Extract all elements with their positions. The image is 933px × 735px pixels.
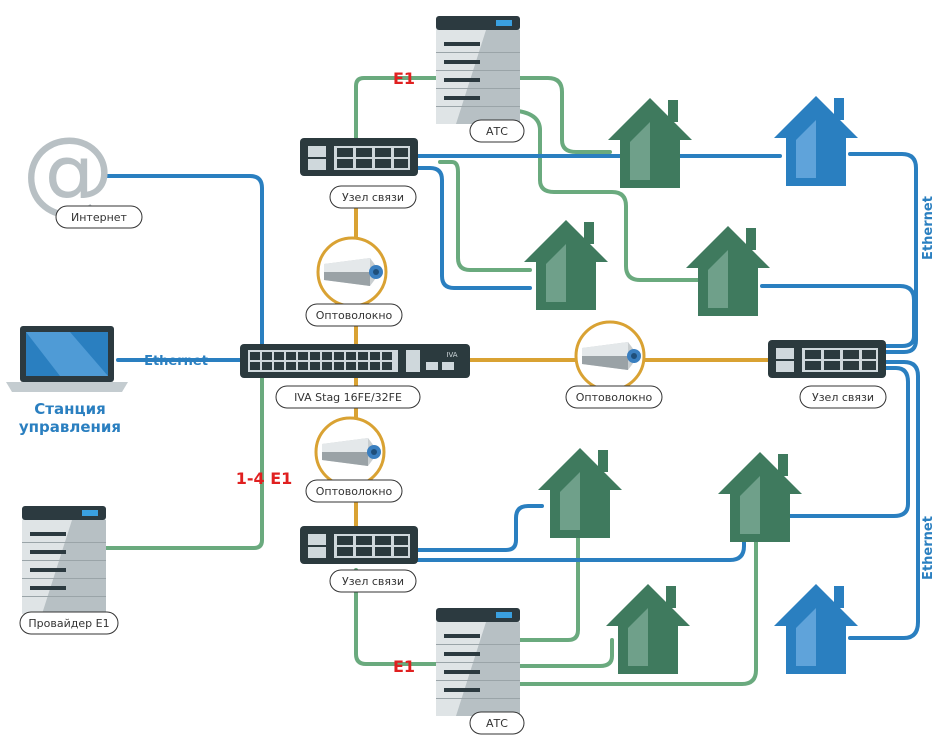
switch-icon (300, 526, 418, 564)
internet-label-text: Интернет (71, 211, 128, 224)
ethernet-link (848, 360, 920, 640)
server-icon (436, 608, 520, 716)
house-icon (538, 448, 622, 538)
e1-link (498, 518, 758, 686)
station-label-line1: Станция (34, 400, 105, 418)
ats-label-bottom: АТС (469, 711, 525, 735)
ethernet-link (416, 166, 532, 290)
fiber-label-mid-text: Оптоволокно (576, 391, 653, 404)
ethernet-link (416, 526, 746, 562)
node-label-right: Узел связи (799, 385, 887, 409)
station-label-line2: управления (19, 418, 121, 436)
house-icon (686, 226, 770, 316)
fiber-label-top-text: Оптоволокно (316, 309, 393, 322)
house-icon (774, 96, 858, 186)
ethernet-link (102, 174, 264, 352)
ats-label-bottom-text: АТС (486, 717, 508, 730)
ethernet-link (788, 366, 910, 518)
house-icon (608, 98, 692, 188)
e1-link (354, 76, 442, 162)
server-icon (22, 506, 106, 614)
fiber-label-bottom: Оптоволокно (305, 479, 403, 503)
fiber-optic-icon (316, 236, 388, 308)
house-icon (524, 220, 608, 310)
main-switch-label-text: IVA Stag 16FE/32FE (294, 391, 402, 404)
node-label-bottom: Узел связи (329, 569, 417, 593)
fiber-optic-icon (314, 416, 386, 488)
switch-brand: IVA (446, 351, 457, 359)
e1-link (438, 160, 532, 272)
e1-multi-label: 1-4 E1 (236, 469, 293, 488)
e1-link (498, 638, 614, 668)
e1-link (498, 76, 612, 154)
node-label-bottom-text: Узел связи (342, 575, 404, 588)
main-switch-label: IVA Stag 16FE/32FE (275, 385, 421, 409)
house-icon (774, 584, 858, 674)
fiber-label-top: Оптоволокно (305, 303, 403, 327)
ethernet-link (848, 152, 918, 354)
node-label-top-text: Узел связи (342, 191, 404, 204)
switch-icon (768, 340, 886, 378)
e1-link (98, 348, 264, 550)
server-icon (436, 16, 520, 124)
ethernet-link (416, 504, 544, 552)
ethernet-label-right-bottom: Ethernet (921, 516, 933, 580)
node-label-top: Узел связи (329, 185, 417, 209)
switch-icon (240, 344, 470, 378)
ethernet-label-left: Ethernet (144, 354, 208, 369)
internet-label: Интернет (55, 205, 143, 229)
fiber-label-bottom-text: Оптоволокно (316, 485, 393, 498)
switch-icon (300, 138, 418, 176)
laptop-icon (6, 326, 128, 392)
e1-link (354, 568, 442, 666)
provider-label-text: Провайдер E1 (28, 617, 109, 630)
fiber-label-mid: Оптоволокно (565, 385, 663, 409)
e1-link (502, 108, 702, 282)
e1-label-bottom: E1 (393, 657, 415, 676)
node-label-right-text: Узел связи (812, 391, 874, 404)
ethernet-link (760, 284, 916, 348)
provider-label: Провайдер E1 (19, 611, 119, 635)
ats-label-top: АТС (469, 119, 525, 143)
fiber-optic-icon (574, 320, 646, 392)
ats-label-top-text: АТС (486, 125, 508, 138)
ethernet-label-right-top: Ethernet (921, 196, 933, 260)
house-icon (606, 584, 690, 674)
e1-label-top: E1 (393, 69, 415, 88)
house-icon (718, 452, 802, 542)
